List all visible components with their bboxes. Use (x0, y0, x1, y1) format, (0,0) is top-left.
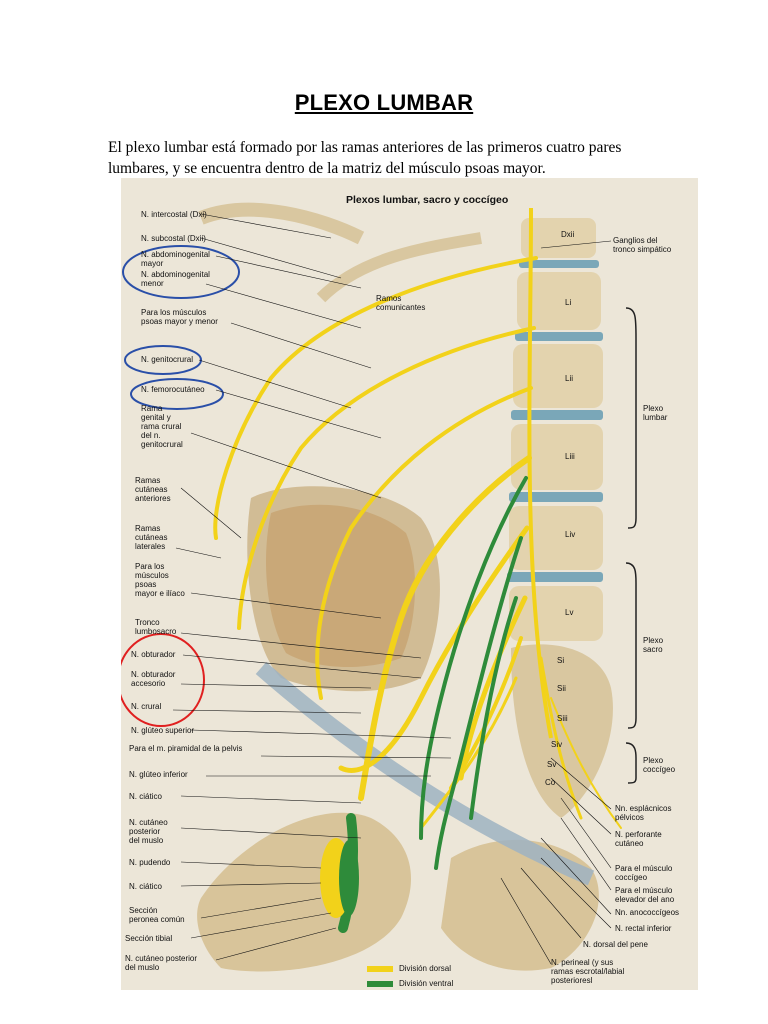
legend-label: División dorsal (399, 964, 452, 973)
label-lateral-cutaneous: Ramas cutáneas laterales (135, 524, 168, 551)
label-sciatic-lower: N. ciático (129, 882, 162, 891)
vertebra-label: Dxii (561, 230, 575, 239)
label-inferior-gluteal: N. glúteo inferior (129, 770, 188, 779)
label-lumbosacral-trunk: Tronco lumbosacro (135, 618, 177, 636)
label-piriformis: Para el m. piramidal de la pelvis (129, 744, 243, 753)
label-genitocrural: N. genitocrural (141, 355, 194, 364)
legend-swatch-ventral (367, 980, 393, 987)
label-common-peroneal: Sección peronea común (129, 906, 185, 924)
label-tibial-section: Sección tibial (125, 934, 173, 943)
label-psoas-iliac: Para los músculos psoas mayor e ilíaco (135, 562, 185, 598)
label-femorocutaneo: N. femorocutáneo (141, 385, 205, 394)
label-levator-ani: Para el músculo elevador del ano (615, 886, 675, 904)
figure-title: Plexos lumbar, sacro y coccígeo (346, 194, 509, 206)
label-pelvic-splanchnic: Nn. esplácnicos pélvicos (615, 804, 672, 822)
label-psoas-muscles: Para los músculos psoas mayor y menor (141, 308, 218, 326)
intro-paragraph: El plexo lumbar está formado por las ram… (108, 139, 622, 177)
legend-label: División ventral (399, 979, 454, 988)
vertebra-label: Sv (547, 760, 557, 769)
vertebra-label: Co (545, 778, 556, 787)
label-genital-crural-branch: Rama genital y rama crural del n. genito… (141, 404, 183, 449)
label-superior-gluteal: N. glúteo superior (131, 726, 195, 735)
label-perforating-cutaneous: N. perforante cutáneo (615, 830, 662, 848)
label-sacral-plexus: Plexo sacro (643, 636, 664, 654)
legend-swatch-dorsal (367, 965, 393, 972)
label-perineal: N. perineal (y sus ramas escrotal/labial… (551, 958, 625, 985)
plexus-illustration (121, 202, 637, 972)
label-intercostal: N. intercostal (Dxi) (141, 210, 207, 219)
label-pudendal: N. pudendo (129, 858, 171, 867)
legend-ventral: División ventral (367, 979, 453, 988)
label-sympathetic-ganglia: Ganglios del tronco simpático (613, 236, 672, 254)
label-rami-communicantes: Ramos comunicantes (376, 294, 426, 312)
vertebra-label: Siii (557, 714, 568, 723)
vertebra-label: Liii (565, 452, 575, 461)
label-inferior-rectal: N. rectal inferior (615, 924, 672, 933)
vertebra-label: Si (557, 656, 565, 665)
vertebra-label: Li (565, 298, 572, 307)
vertebral-column (507, 218, 603, 641)
vertebra-label: Lii (565, 374, 574, 383)
label-crural: N. crural (131, 702, 162, 711)
page-title: PLEXO LUMBAR (294, 90, 474, 115)
label-accessory-obturator: N. obturador accesorio (131, 670, 176, 688)
legend-dorsal: División dorsal (367, 964, 451, 973)
anatomy-figure: Plexos lumbar, sacro y coccígeo N. inter… (121, 178, 698, 990)
label-lumbar-plexus: Plexo lumbar (643, 404, 668, 422)
label-sciatic-upper: N. ciático (129, 792, 162, 801)
vertebra-label: Sii (557, 684, 566, 693)
label-obturator: N. obturador (131, 650, 176, 659)
ventral-division-nerves (338, 476, 528, 933)
leader-lines (172, 213, 612, 965)
dorsal-division-nerves (213, 256, 622, 830)
vertebra-label: Siv (551, 740, 563, 749)
label-anococcygeal: Nn. anococcígeos (615, 908, 680, 917)
vertebra-label: Liv (565, 530, 576, 539)
label-posterior-cutaneous-thigh: N. cutáneo posterior del muslo (129, 818, 168, 845)
label-coccygeus: Para el músculo coccígeo (615, 864, 673, 882)
label-abdominogenital-menor: N. abdominogenital menor (141, 270, 210, 288)
label-posterior-cutaneous-thigh-2: N. cutáneo posterior del muslo (125, 954, 198, 972)
label-dorsal-penis: N. dorsal del pene (583, 940, 648, 949)
label-subcostal: N. subcostal (Dxii) (141, 234, 206, 243)
label-abdominogenital-mayor: N. abdominogenital mayor (141, 250, 210, 268)
label-coccygeal-plexus: Plexo coccígeo (643, 756, 676, 774)
vertebra-label: Lv (565, 608, 574, 617)
label-anterior-cutaneous: Ramas cutáneas anteriores (135, 476, 171, 503)
